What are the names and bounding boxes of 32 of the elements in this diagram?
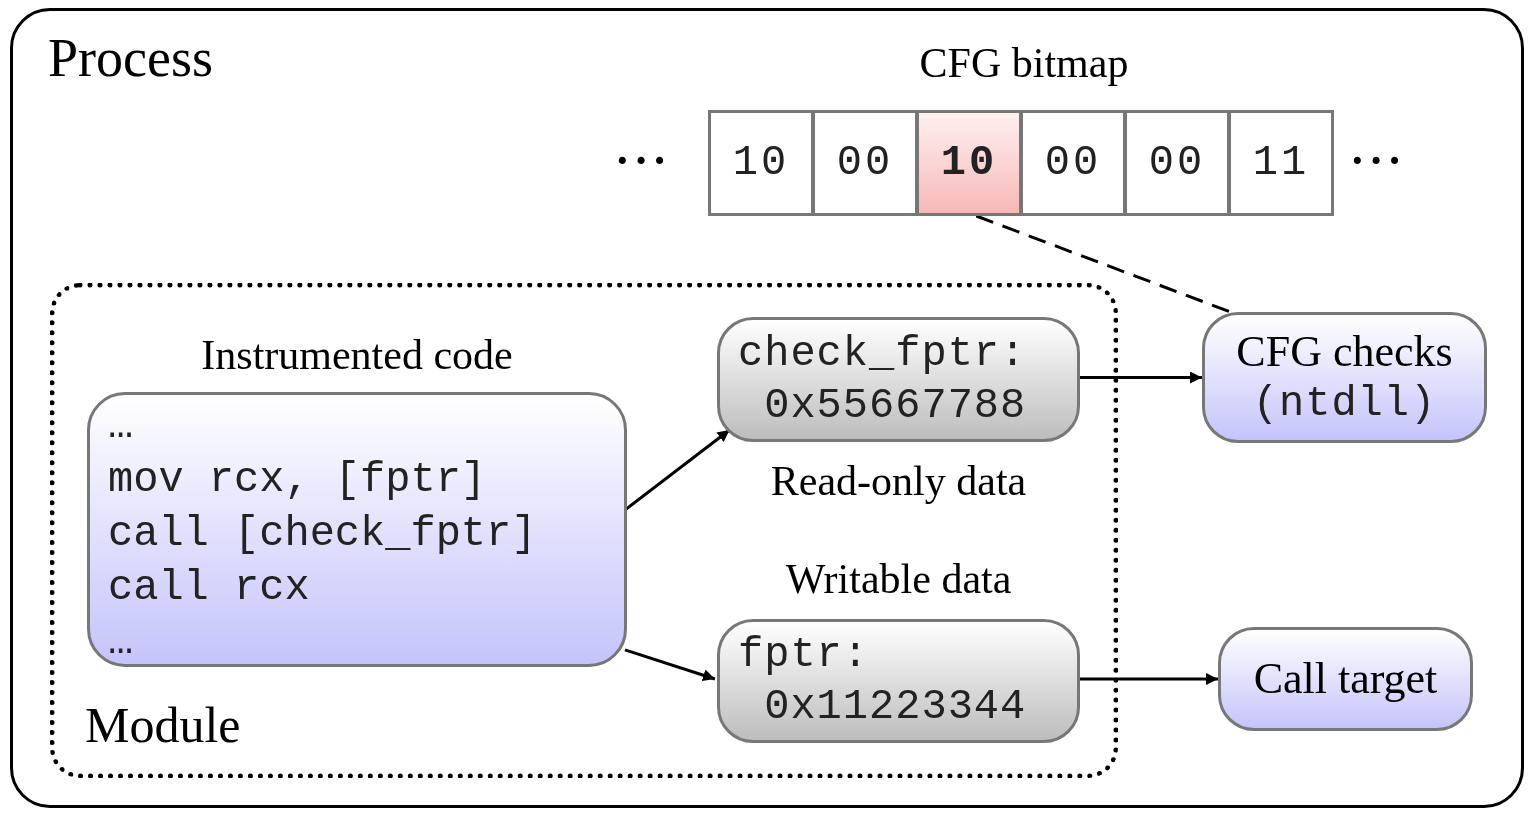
- ellipsis: ···: [615, 135, 672, 186]
- routine-name: Call target: [1253, 653, 1438, 705]
- region-label: Writable data: [784, 555, 1013, 603]
- arrow: [624, 648, 716, 681]
- dashed-link: [975, 214, 1232, 314]
- routine-box: [1202, 312, 1487, 443]
- code-line: call [check_fptr]: [108, 509, 537, 560]
- code-line: call rcx: [108, 563, 310, 614]
- bitmap-cell: 11: [1228, 110, 1334, 216]
- bitmap-cell: 00: [1020, 110, 1126, 216]
- module-region: [50, 283, 1118, 778]
- code-line: mov rcx, [fptr]: [108, 455, 487, 506]
- region-label: Read-only data: [769, 457, 1028, 505]
- bitmap-cell: 00: [1124, 110, 1230, 216]
- bitmap-title: CFG bitmap: [918, 39, 1130, 88]
- region-title: Module: [85, 700, 241, 750]
- bitmap-cell: 00: [812, 110, 918, 216]
- process-frame: [10, 8, 1524, 808]
- data-box: check_fptr: 0x55667788: [717, 317, 1080, 442]
- frame-title: Process: [48, 31, 213, 85]
- code-line: …: [108, 401, 134, 452]
- data-box: fptr: 0x11223344: [717, 619, 1080, 743]
- library-name: (ntdll): [1252, 378, 1437, 430]
- ellipsis: ···: [1350, 135, 1407, 186]
- code-title: Instrumented code: [200, 331, 514, 380]
- bitmap-cell: 10: [916, 110, 1022, 216]
- code-line: …: [108, 617, 134, 668]
- arrow: [1078, 673, 1218, 685]
- routine-name: CFG checks: [1236, 325, 1453, 378]
- bitmap-cell: 10: [708, 110, 814, 216]
- routine-box: [1218, 627, 1473, 731]
- arrow: [1078, 371, 1202, 384]
